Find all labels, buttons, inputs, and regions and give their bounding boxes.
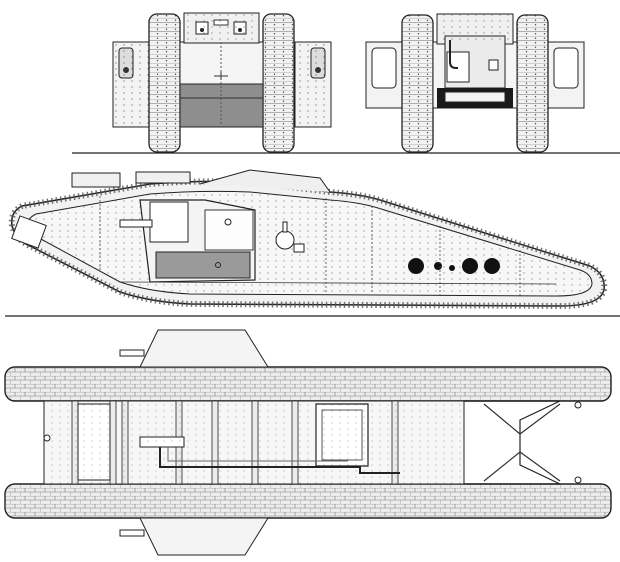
front-view [113,13,331,152]
side-porthole-4 [462,258,478,274]
front-right-track [263,14,294,152]
side-porthole-1 [408,258,424,274]
side-porthole-3 [449,265,455,271]
side-view [12,170,605,306]
side-porthole-5 [484,258,500,274]
top-lower-sponson [140,518,268,555]
side-porthole-2 [434,262,442,270]
side-exhaust-box [72,173,120,187]
side-tail-box [12,216,47,248]
rear-left-track [402,15,433,152]
top-tail-frame [464,401,560,484]
top-view [5,330,611,555]
top-upper-track [5,367,611,401]
side-hatch [276,231,294,249]
front-left-track [149,14,180,152]
rear-view [366,14,584,152]
rear-right-track [517,15,548,152]
top-lower-track [5,484,611,518]
top-upper-sponson [140,330,268,367]
